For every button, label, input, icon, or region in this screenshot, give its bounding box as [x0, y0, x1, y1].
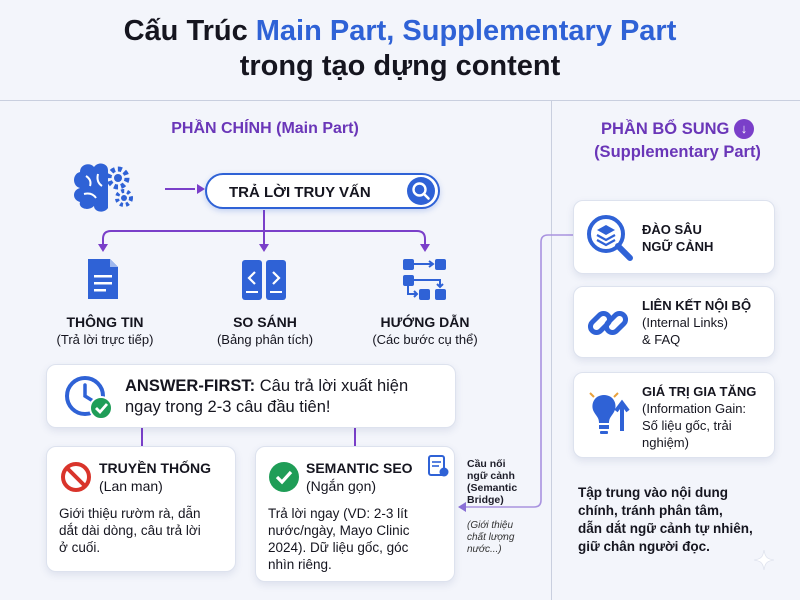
semantic-seo-body-line: Trả lời ngay (VD: 2-3 lít	[268, 506, 408, 521]
bridge-arrow-head	[458, 502, 466, 512]
answer-first-label: ANSWER-FIRST:	[125, 377, 256, 395]
traditional-title: TRUYỀN THỐNG	[99, 460, 211, 476]
steps-flow-icon	[402, 258, 448, 302]
semantic-seo-body-line: 2024). Dữ liệu gốc, góc	[268, 540, 409, 555]
semantic-bridge-note: (Giới thiệu chất lượng nước...)	[467, 520, 539, 556]
supplementary-title: PHẦN BỔ SUNG ↓ (Supplementary Part)	[555, 118, 800, 164]
semantic-seo-body-line: nhìn riêng.	[268, 557, 332, 572]
page-title: Cấu Trúc Main Part, Supplementary Part t…	[0, 14, 800, 84]
traditional-body: Giới thiệu rườm rà, dẫn dắt dài dòng, câ…	[59, 505, 201, 556]
arrow-head-brain	[197, 184, 205, 194]
clock-check-icon	[63, 374, 115, 422]
category-subtitle: (Trả lời trực tiếp)	[56, 332, 154, 347]
prohibited-icon	[60, 461, 92, 493]
answer-first-body: Câu trả lời xuất hiện	[255, 377, 409, 395]
summary-line: dẫn dắt ngữ cảnh tự nhiên,	[578, 521, 753, 536]
supplementary-summary: Tập trung vào nội dung chính, tránh phân…	[578, 484, 793, 556]
chain-link-icon	[586, 301, 630, 345]
answer-first-card: ANSWER-FIRST: Câu trả lời xuất hiện ngay…	[46, 364, 456, 428]
category-so-sanh: SO SÁNH (Bảng phân tích)	[190, 313, 340, 349]
sparkle-icon	[754, 550, 774, 570]
semantic-seo-head: SEMANTIC SEO (Ngắn gọn)	[306, 459, 413, 495]
sup-card-internal-links: LIÊN KẾT NỘI BỘ (Internal Links) & FAQ	[573, 286, 775, 358]
category-title: HƯỚNG DẪN	[380, 314, 470, 330]
summary-line: giữ chân người đọc.	[578, 539, 710, 554]
answer-first-line2: ngay trong 2-3 câu đầu tiên!	[125, 398, 331, 416]
arrow-down-circle-icon: ↓	[733, 119, 754, 139]
traditional-body-line: Giới thiệu rườm rà, dẫn	[59, 506, 201, 521]
bridge-label-line: ngữ cảnh	[467, 470, 515, 482]
semantic-seo-subtitle: (Ngắn gọn)	[306, 478, 377, 494]
check-circle-icon	[268, 461, 300, 493]
semantic-seo-card: SEMANTIC SEO (Ngắn gọn) Trả lời ngay (VD…	[255, 446, 455, 582]
summary-line: chính, tránh phân tâm,	[578, 503, 723, 518]
title-prefix: Cấu Trúc	[123, 15, 256, 47]
query-pill: TRẢ LỜI TRUY VẤN	[205, 173, 440, 209]
arrow-head-right	[420, 244, 430, 252]
sup-card-information-gain: GIÁ TRỊ GIA TĂNG (Information Gain: Số l…	[573, 372, 775, 458]
supplementary-title-line2: (Supplementary Part)	[594, 143, 761, 161]
sup-card-line: LIÊN KẾT NỘI BỘ	[642, 298, 752, 313]
compare-icon	[241, 258, 287, 302]
bridge-label-line: (Semantic	[467, 482, 518, 494]
sup-card-line: (Internal Links)	[642, 315, 728, 330]
semantic-bridge-label: Cầu nối ngữ cảnh (Semantic Bridge)	[467, 458, 537, 506]
traditional-head: TRUYỀN THỐNG (Lan man)	[99, 459, 211, 495]
bridge-note-line: nước...)	[467, 544, 502, 555]
bridge-note-line: chất lượng	[467, 532, 515, 543]
sup-card-line: (Information Gain:	[642, 401, 747, 416]
category-huong-dan: HƯỚNG DẪN (Các bước cụ thể)	[345, 313, 505, 349]
column-divider	[551, 100, 552, 600]
query-label: TRẢ LỜI TRUY VẤN	[229, 184, 371, 201]
sup-card-text: LIÊN KẾT NỘI BỘ (Internal Links) & FAQ	[642, 297, 751, 348]
title-line2: trong tạo dựng content	[239, 50, 561, 82]
lightbulb-arrow-icon	[588, 391, 632, 439]
sup-card-line: & FAQ	[642, 332, 681, 347]
main-part-title: PHẦN CHÍNH (Main Part)	[171, 120, 359, 137]
category-title: SO SÁNH	[233, 314, 297, 330]
document-icon	[86, 257, 120, 301]
supplementary-title-line1: PHẦN BỔ SUNG	[601, 120, 730, 138]
category-thong-tin: THÔNG TIN (Trả lời trực tiếp)	[30, 313, 180, 349]
title-highlight: Main Part, Supplementary Part	[255, 15, 677, 47]
arrow-head-mid	[259, 244, 269, 252]
sup-card-line: NGỮ CẢNH	[642, 239, 714, 254]
arrow-head-left	[98, 244, 108, 252]
search-icon[interactable]	[407, 177, 435, 205]
layers-search-icon	[586, 214, 634, 262]
sup-card-line: GIÁ TRỊ GIA TĂNG	[642, 384, 757, 399]
traditional-body-line: ở cuối.	[59, 540, 101, 555]
sup-card-text: ĐÀO SÂU NGỮ CẢNH	[642, 221, 713, 255]
sup-card-context: ĐÀO SÂU NGỮ CẢNH	[573, 200, 775, 274]
brain-gear-icon	[68, 158, 138, 218]
summary-line: Tập trung vào nội dung	[578, 485, 728, 500]
header-divider	[0, 100, 800, 101]
sup-card-line: nghiệm)	[642, 435, 689, 450]
certificate-icon	[428, 455, 450, 479]
sup-card-line: ĐÀO SÂU	[642, 222, 702, 237]
category-title: THÔNG TIN	[66, 314, 144, 330]
category-subtitle: (Các bước cụ thể)	[372, 332, 478, 347]
bridge-note-line: (Giới thiệu	[467, 520, 514, 531]
answer-first-text: ANSWER-FIRST: Câu trả lời xuất hiện ngay…	[125, 376, 408, 418]
sup-card-line: Số liệu gốc, trải	[642, 418, 732, 433]
semantic-seo-body-line: nước/ngày, Mayo Clinic	[268, 523, 410, 538]
traditional-subtitle: (Lan man)	[99, 478, 163, 494]
traditional-card: TRUYỀN THỐNG (Lan man) Giới thiệu rườm r…	[46, 446, 236, 572]
bridge-label-line: Bridge)	[467, 494, 504, 506]
semantic-seo-body: Trả lời ngay (VD: 2-3 lít nước/ngày, May…	[268, 505, 409, 573]
bridge-label-line: Cầu nối	[467, 458, 506, 470]
sup-card-text: GIÁ TRỊ GIA TĂNG (Information Gain: Số l…	[642, 383, 756, 451]
category-subtitle: (Bảng phân tích)	[216, 332, 314, 347]
semantic-bridge-line	[464, 234, 573, 508]
traditional-body-line: dắt dài dòng, câu trả lời	[59, 523, 201, 538]
semantic-seo-title: SEMANTIC SEO	[306, 460, 413, 476]
